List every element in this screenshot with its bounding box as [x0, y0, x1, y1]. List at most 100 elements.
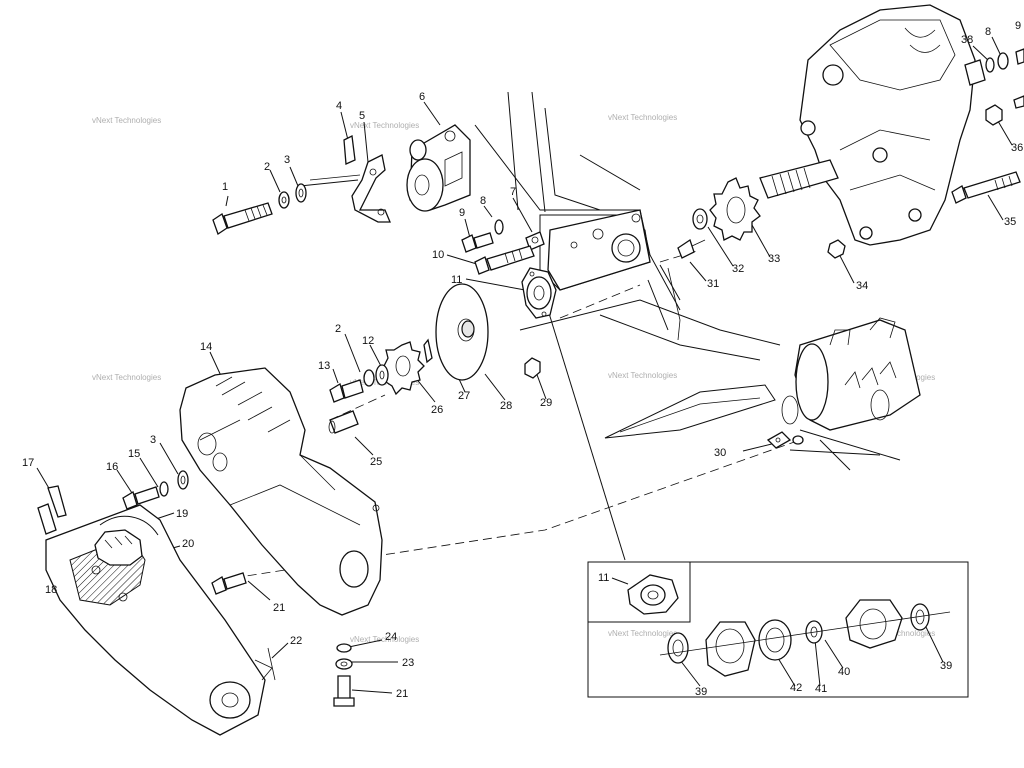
callout-38: 38 [961, 34, 973, 46]
callout-11: 11 [451, 274, 462, 286]
lock-washer-15 [159, 481, 169, 497]
callout-36: 36 [1011, 142, 1023, 154]
watermark-text: vNext Technologies [608, 629, 677, 638]
nut-36 [985, 95, 1024, 126]
callout-6: 6 [419, 91, 425, 103]
watermark-text: vNext Technologies [92, 373, 161, 382]
washer-3 [295, 183, 307, 203]
callout-8: 8 [480, 195, 486, 207]
sprocket-33 [709, 177, 761, 241]
watermark-text: vNext Technologies [92, 116, 161, 125]
callout-35: 35 [1004, 216, 1016, 228]
nut-34 [827, 239, 846, 259]
callout-3b: 3 [150, 434, 156, 446]
housing-boss [859, 226, 873, 240]
callout-10: 10 [432, 249, 444, 261]
callout-2b: 2 [335, 323, 341, 335]
driven-disc-28 [435, 283, 489, 381]
gearbox-housing [799, 4, 986, 246]
clip-30 [766, 431, 804, 449]
watermark-text: vNext Technologies [350, 635, 419, 644]
housing-boss [800, 120, 816, 136]
callout-9: 9 [459, 207, 465, 219]
bracket-5 [351, 154, 391, 223]
callout-24: 24 [385, 631, 397, 643]
callout-5: 5 [359, 110, 365, 122]
washer-3b [177, 470, 189, 490]
watermark-text: vNext Technologies [608, 371, 677, 380]
callout-39: 39 [695, 686, 707, 698]
output-shaft [759, 159, 839, 199]
nut-29 [524, 357, 541, 379]
bolt-9 [461, 232, 494, 253]
tensioner-20 [94, 529, 143, 566]
callout-29: 29 [540, 397, 552, 409]
callout-7: 7 [510, 186, 516, 198]
shim-4 [343, 135, 356, 165]
washer-8b [997, 52, 1009, 70]
callout-17: 17 [22, 457, 34, 469]
callout-19: 19 [176, 508, 188, 520]
lock-washer-2 [278, 191, 290, 209]
watermark-text: vNext Technologies [350, 121, 419, 130]
washer-32 [692, 208, 708, 230]
callout-18: 18 [45, 584, 57, 596]
callout-20: 20 [182, 538, 194, 550]
callout-21b: 21 [396, 688, 408, 700]
callout-41: 41 [815, 683, 827, 695]
callout-23: 23 [402, 657, 414, 669]
spacer-27 [423, 338, 433, 364]
idler-assembly-6 [406, 124, 471, 212]
callout-39b: 39 [940, 660, 952, 672]
callout-8b: 8 [985, 26, 991, 38]
watermark-text: vNext Technologies [608, 113, 677, 122]
bolt-16 [122, 486, 160, 510]
mounting-plate [547, 209, 651, 291]
callout-26: 26 [431, 404, 443, 416]
callout-22: 22 [290, 635, 302, 647]
callout-34: 34 [856, 280, 868, 292]
callout-32: 32 [732, 263, 744, 275]
bolt-1 [212, 202, 273, 236]
washer-38 [985, 57, 995, 73]
callout-21: 21 [273, 602, 285, 614]
callout-13: 13 [318, 360, 330, 372]
canister-end [795, 343, 829, 421]
frame-plate-18 [45, 504, 266, 736]
bolt-10 [474, 245, 535, 275]
callout-28: 28 [500, 400, 512, 412]
bolt-35 [951, 171, 1021, 204]
callout-40: 40 [838, 666, 850, 678]
callout-4: 4 [336, 100, 342, 112]
bearing-flange-11 [521, 267, 557, 319]
sprocket-26 [383, 341, 425, 396]
callout-1: 1 [222, 181, 228, 193]
bolt-9b [1015, 48, 1024, 65]
callout-33: 33 [768, 253, 780, 265]
housing-boss [822, 64, 844, 86]
exhaust-canister [781, 317, 921, 431]
washer-8 [494, 219, 504, 235]
chaincase-cover-14 [179, 367, 383, 616]
callout-25: 25 [370, 456, 382, 468]
housing-boss [872, 147, 888, 163]
clip-22 [254, 647, 276, 681]
washer-12 [375, 364, 389, 386]
callout-9b: 9 [1015, 20, 1021, 32]
housing-boss [908, 208, 922, 222]
bolt-21a [211, 572, 247, 595]
callout-16: 16 [106, 461, 118, 473]
callout-14: 14 [200, 341, 212, 353]
callout-2: 2 [264, 161, 270, 173]
pin-17 [37, 485, 67, 535]
callout-42: 42 [790, 682, 802, 694]
watermark-text: vNext Technologies [866, 629, 935, 638]
callout-12: 12 [362, 335, 374, 347]
callout-31: 31 [707, 278, 719, 290]
callout-labels: 1 2 3 4 5 6 7 8 9 10 11 2 12 13 14 3 15 … [22, 20, 1023, 700]
arc-guide-19 [99, 515, 159, 536]
bolt-21b [333, 675, 355, 707]
callout-15: 15 [128, 448, 140, 460]
washer-23 [335, 658, 353, 670]
detail-inset [587, 561, 969, 698]
